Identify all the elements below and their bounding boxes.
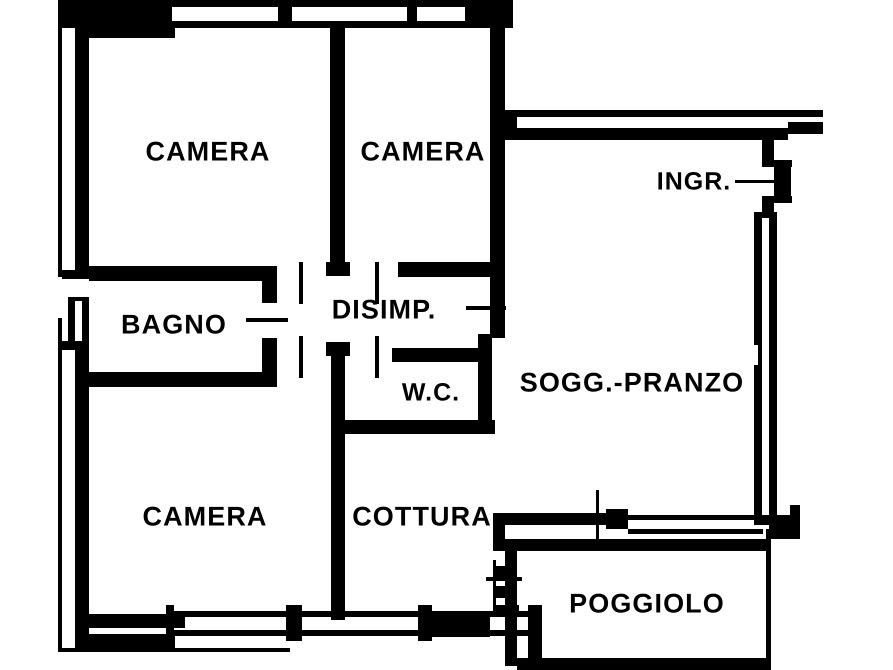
room-label-disimpegno: DISIMP. (331, 294, 437, 325)
room-label-soggiorno-pranzo: SOGG.-PRANZO (519, 367, 745, 398)
wall-top-right-bedroom (398, 24, 505, 277)
room-label-camera-bottom: CAMERA (142, 501, 268, 532)
room-label-bagno: BAGNO (121, 309, 227, 340)
wall-soggiorno-top (505, 110, 823, 140)
door-swing-soggiorno (466, 306, 506, 310)
room-label-ingresso: INGR. (656, 167, 732, 196)
bottom-exterior-wall (75, 605, 542, 670)
right-exterior-wall (735, 140, 800, 539)
opening-tick-marks (493, 490, 599, 606)
door-jamb-markers-disimpegno (299, 262, 379, 378)
room-label-camera-top-left: CAMERA (145, 136, 271, 167)
wall-soggiorno-left (490, 276, 505, 338)
room-label-wc: W.C. (401, 378, 461, 407)
wall-bagno (89, 281, 277, 387)
wall-between-top-bedrooms (326, 24, 350, 276)
room-label-cottura: COTTURA (352, 501, 492, 532)
left-exterior-wall (62, 24, 175, 628)
wall-bagno-top (89, 266, 277, 301)
wall-cottura-top (345, 420, 495, 434)
room-label-poggiolo: POGGIOLO (569, 588, 725, 619)
room-label-camera-top-right: CAMERA (360, 136, 486, 167)
top-exterior-wall (62, 0, 513, 28)
balcony-walls (486, 509, 771, 670)
door-swing-bagno (246, 318, 288, 322)
